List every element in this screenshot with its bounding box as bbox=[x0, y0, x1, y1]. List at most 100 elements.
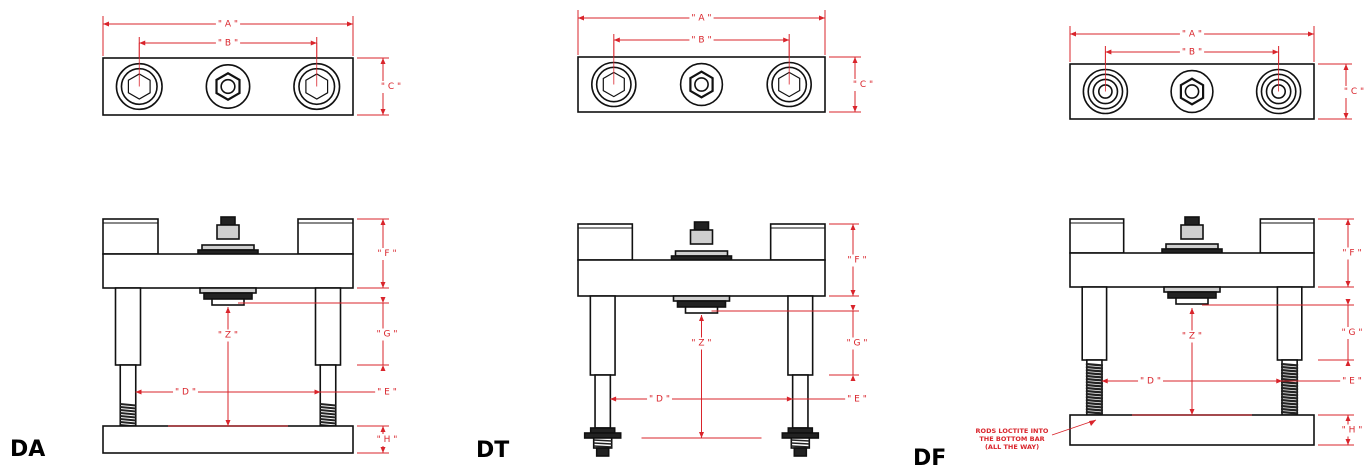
dimension-label-h-bg bbox=[1339, 424, 1364, 437]
rod-hex-right bbox=[305, 73, 329, 100]
dimension-f-arrow-bottom bbox=[850, 290, 856, 296]
dimension-label-z-bg bbox=[689, 337, 714, 350]
rod-thread-right bbox=[1280, 362, 1299, 367]
center-bolt-tip bbox=[220, 216, 236, 226]
rod-upper-right bbox=[787, 295, 814, 376]
rod-thread-left bbox=[1085, 362, 1104, 367]
rod-upper-right bbox=[1276, 286, 1303, 361]
rod-thread-left bbox=[1085, 407, 1104, 412]
dimension-a-arrow-right bbox=[819, 15, 825, 21]
dimension-label-f: " F " bbox=[377, 249, 396, 259]
dimension-d-arrow-left bbox=[610, 396, 617, 402]
rod-thread-right bbox=[1280, 371, 1299, 376]
center-nut bbox=[1179, 77, 1205, 106]
center-washer bbox=[1170, 69, 1214, 114]
top-bar-outline bbox=[1069, 63, 1315, 120]
rod-thread-right bbox=[320, 421, 336, 425]
dimension-a-arrow-right bbox=[1308, 31, 1314, 37]
dimension-label-z: " Z " bbox=[218, 331, 238, 341]
rod-thread-right bbox=[1280, 407, 1299, 412]
rod-thread-left bbox=[1085, 365, 1104, 370]
dimension-label-e: " E " bbox=[1342, 377, 1362, 387]
rod-thread-right bbox=[1280, 401, 1299, 406]
center-washer bbox=[679, 62, 724, 107]
rod-thread-left bbox=[120, 409, 136, 413]
center-nut bbox=[689, 70, 714, 99]
rod-thread-right bbox=[1280, 368, 1299, 373]
rod-thread-left bbox=[1085, 371, 1104, 376]
note-leader bbox=[1051, 419, 1097, 436]
dimension-d-arrow-left bbox=[1101, 378, 1108, 384]
center-washer-lower-3 bbox=[684, 306, 719, 314]
dimension-z-arrow-bottom bbox=[699, 432, 704, 438]
rod-hex-left bbox=[602, 71, 625, 98]
dimension-f-arrow-top bbox=[1345, 219, 1351, 225]
rod-thread-left bbox=[1085, 377, 1104, 382]
dimension-label-b-bg bbox=[689, 34, 714, 47]
dimension-label-b: " B " bbox=[691, 36, 711, 46]
dimension-label-d: " D " bbox=[175, 388, 196, 398]
rod-bolt-thread-right bbox=[791, 439, 810, 442]
rod-thread-left bbox=[1085, 395, 1104, 400]
top-bar-side bbox=[1069, 252, 1315, 288]
center-nut-upper bbox=[689, 229, 714, 245]
dimension-b-arrow-left bbox=[613, 37, 620, 43]
rod-cap-right bbox=[769, 223, 826, 261]
dimension-z-arrow-bottom bbox=[225, 420, 231, 426]
rod-lower-right bbox=[791, 374, 809, 429]
dimension-b-arrow-right bbox=[310, 40, 317, 46]
rod-thread-right bbox=[1280, 380, 1299, 385]
center-bolt-tip bbox=[1184, 216, 1200, 226]
dimension-label-b: " B " bbox=[218, 39, 238, 49]
dimension-f-arrow-bottom bbox=[380, 282, 386, 288]
dimension-label-h: " H " bbox=[1342, 426, 1363, 436]
dimension-label-d: " D " bbox=[649, 395, 670, 405]
bottom-bar-side bbox=[102, 425, 354, 454]
rod-cap-left bbox=[1069, 218, 1125, 254]
dimension-label-a-bg bbox=[215, 18, 241, 31]
dimension-z-arrow-top bbox=[1189, 308, 1195, 314]
dimension-a-arrow-left bbox=[1070, 31, 1076, 37]
dimension-g-arrow-top bbox=[380, 365, 386, 371]
rod-thread-right bbox=[320, 418, 336, 422]
top-view-dt: " A "" B "" C " bbox=[577, 10, 876, 113]
rod-thread-right bbox=[1280, 386, 1299, 391]
rod-thread-left bbox=[120, 403, 136, 407]
dimension-label-e: " E " bbox=[377, 388, 397, 398]
rod-thread-right bbox=[1280, 392, 1299, 397]
dimension-label-c-bg bbox=[378, 81, 404, 93]
rod-thread-left bbox=[1085, 389, 1104, 394]
variant-label-df: DF bbox=[913, 446, 947, 471]
dimension-label-c: " C " bbox=[381, 82, 401, 92]
dimension-label-g: " G " bbox=[377, 330, 398, 340]
rod-bolt-end-right bbox=[793, 447, 808, 457]
dimension-f-arrow-bottom bbox=[1345, 281, 1351, 287]
center-nut bbox=[215, 72, 241, 101]
rod-bolt-thread-right bbox=[791, 445, 810, 448]
dimension-label-e-bg bbox=[375, 386, 399, 399]
rod-thread-left bbox=[120, 412, 136, 416]
rod-thread-right bbox=[1280, 395, 1299, 400]
rod-thread-left bbox=[120, 418, 136, 422]
center-nut-upper bbox=[1180, 224, 1204, 240]
dimension-label-h-bg bbox=[374, 434, 400, 446]
dimension-label-f-bg bbox=[845, 254, 869, 267]
dimension-label-d-bg bbox=[647, 393, 672, 406]
dimension-g-arrow-top bbox=[1345, 360, 1351, 366]
rod-thread-right bbox=[1280, 404, 1299, 409]
rod-thread-right bbox=[320, 406, 336, 410]
rod-thread-left bbox=[120, 421, 136, 425]
rod-thread-left bbox=[1085, 410, 1104, 415]
center-washer bbox=[205, 64, 251, 109]
dimension-label-f-bg bbox=[1340, 247, 1364, 260]
dimension-label-b: " B " bbox=[1182, 48, 1202, 58]
dimension-b-arrow-right bbox=[783, 37, 790, 43]
rod-thread-left bbox=[1085, 383, 1104, 388]
rod-thread-right bbox=[1280, 365, 1299, 370]
front-view-dt: " F "" G "" E "" D "" Z " bbox=[577, 221, 870, 457]
dimension-label-g-bg bbox=[374, 328, 400, 341]
rod-thread-left bbox=[1085, 404, 1104, 409]
dimension-label-z: " Z " bbox=[691, 339, 711, 349]
